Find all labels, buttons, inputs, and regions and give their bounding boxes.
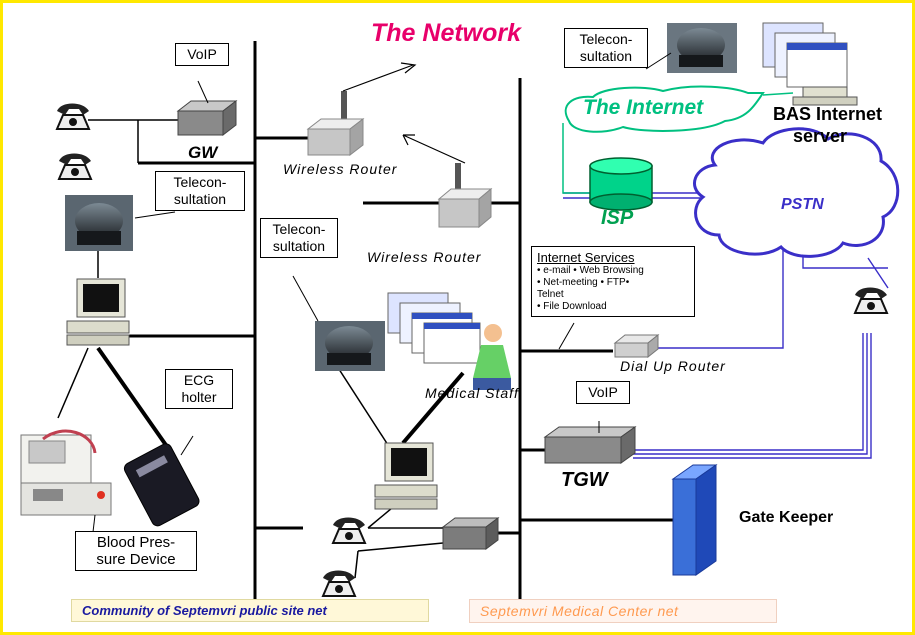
internet-services-box: Internet Services • e-mail • Web Browsin… xyxy=(531,246,695,317)
telecon-mid-line1: Telecon- xyxy=(272,221,326,237)
ecg-holter-icon xyxy=(123,443,200,527)
ecg-line2: holter xyxy=(181,389,217,405)
backbone-lines xyxy=(71,41,673,603)
telecon-left-callout: Telecon- sultation xyxy=(155,171,245,211)
gatekeeper-server-icon xyxy=(671,464,718,576)
medical-staff-icon xyxy=(387,292,511,390)
dial-up-router-icon xyxy=(613,333,660,359)
video-camera-icon xyxy=(315,321,385,371)
telecon-top-callout: Telecon- sultation xyxy=(564,28,648,68)
telephone-icon xyxy=(55,103,91,130)
ecg-callout: ECG holter xyxy=(165,369,233,409)
blood-pressure-line2: sure Device xyxy=(96,551,176,568)
internet-label: The Internet xyxy=(583,96,704,119)
server-icon xyxy=(762,22,858,106)
blood-pressure-line1: Blood Pres- xyxy=(96,534,176,551)
voip-left-callout: VoIP xyxy=(175,43,229,66)
bas-server-line2: server xyxy=(793,126,848,146)
footer-left-network: Community of Septemvri public site net xyxy=(71,599,429,622)
internet-services-title: Internet Services xyxy=(537,250,635,265)
telecon-mid-line2: sultation xyxy=(272,238,326,254)
internet-cloud-icon xyxy=(564,85,765,133)
bas-server-line1: BAS Internet xyxy=(773,104,883,124)
voip-right-callout: VoIP xyxy=(576,381,630,404)
thick-device-links xyxy=(96,346,465,450)
voip-gateway-icon xyxy=(176,99,238,137)
diagram-canvas xyxy=(20,22,900,603)
pstn-label: PSTN xyxy=(781,196,824,213)
diagram-title: The Network xyxy=(371,19,522,47)
ecg-line1: ECG xyxy=(183,372,215,388)
voip-right-label: VoIP xyxy=(588,384,618,400)
wireless-router-icon xyxy=(306,62,417,157)
internet-links xyxy=(562,92,794,194)
telecon-top-line2: sultation xyxy=(579,48,633,64)
blood-pressure-callout: Blood Pres- sure Device xyxy=(75,531,197,571)
internet-services-line: • File Download xyxy=(537,301,607,312)
wireless-router-1-label: Wireless Router xyxy=(283,161,398,177)
video-camera-icon xyxy=(65,195,133,251)
computer-icon xyxy=(374,442,438,510)
pstn-links xyxy=(563,192,889,459)
medical-staff-label: Medical Staff xyxy=(425,385,519,401)
connection-lines xyxy=(57,119,444,579)
telephone-icon xyxy=(331,517,367,544)
gate-keeper-label: Gate Keeper xyxy=(739,509,834,526)
telecon-mid-callout: Telecon- sultation xyxy=(260,218,338,258)
dial-up-router-label: Dial Up Router xyxy=(620,358,726,374)
internet-services-line: • Net-meeting • FTP• xyxy=(537,277,630,288)
telecon-left-line1: Telecon- xyxy=(173,174,227,190)
telecon-top-line1: Telecon- xyxy=(579,31,633,47)
wireless-router-icon xyxy=(402,134,493,229)
telephone-icon xyxy=(321,570,357,597)
telephone-icon xyxy=(57,153,93,180)
isp-label: ISP xyxy=(601,207,634,229)
voip-left-label: VoIP xyxy=(187,46,217,62)
tgw-label: TGW xyxy=(561,469,608,491)
internet-services-line: Telnet xyxy=(537,289,564,300)
telecon-left-line2: sultation xyxy=(173,191,227,207)
gw-label: GW xyxy=(188,143,218,162)
wireless-router-2-label: Wireless Router xyxy=(367,249,482,265)
voip-gateway-icon xyxy=(543,426,637,464)
switch-icon xyxy=(441,517,500,550)
internet-services-line: • e-mail • Web Browsing xyxy=(537,265,644,276)
pstn-cloud-icon xyxy=(693,127,900,258)
footer-right-network: Septemvri Medical Center net xyxy=(469,599,777,623)
computer-icon xyxy=(66,278,130,346)
database-icon xyxy=(589,157,653,211)
bas-server-label: BAS Internet server xyxy=(773,103,882,147)
video-camera-icon xyxy=(667,23,737,73)
telephone-icon xyxy=(853,287,889,314)
blood-pressure-monitor-icon xyxy=(20,429,112,516)
